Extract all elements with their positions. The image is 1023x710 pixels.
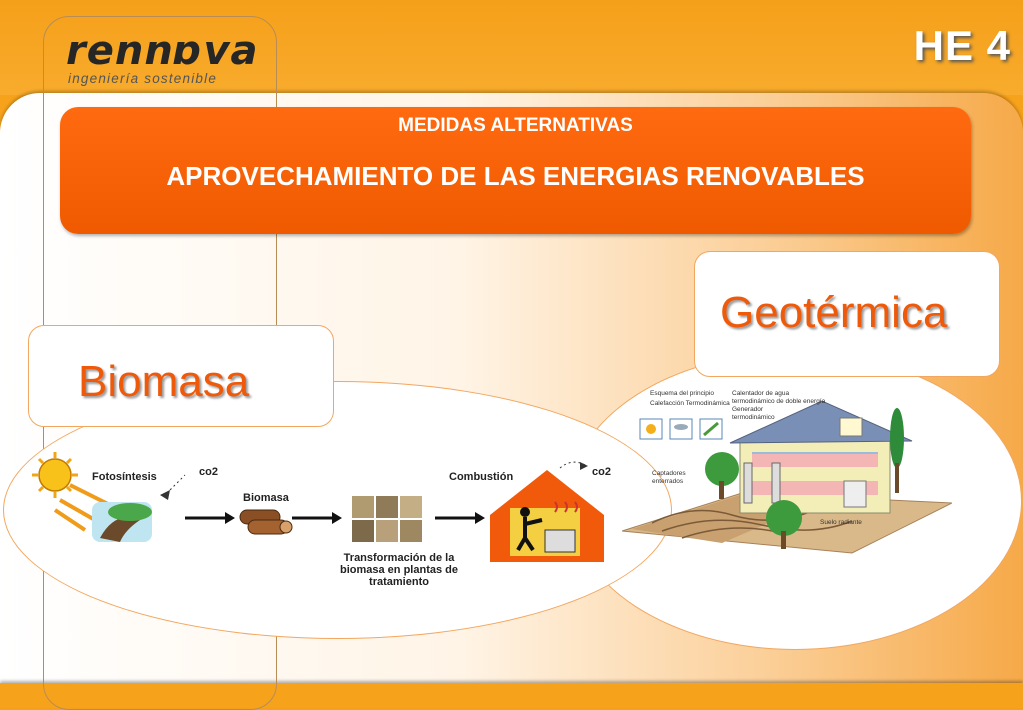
label-co2-a: co2 <box>199 466 218 478</box>
geothermal-house-illustration <box>622 400 952 554</box>
arrow-right-icon <box>185 512 235 524</box>
geothermal-title: Geotérmica <box>720 288 948 337</box>
arrow-right-icon <box>292 512 342 524</box>
geo-label-captadores: Captadores enterrados <box>652 470 686 485</box>
footer-bar <box>0 683 1023 708</box>
banner-subtitle: MEDIDAS ALTERNATIVAS <box>398 115 633 136</box>
rennova-logo: rennɒva ingeniería sostenible <box>58 24 259 86</box>
biomass-cycle-illustration <box>32 452 604 562</box>
geo-label-calentador: Calentador de agua termodinámico de dobl… <box>732 390 826 405</box>
logs-icon <box>239 509 293 535</box>
label-co2-b: co2 <box>592 466 611 478</box>
geo-label-calefaccion: Calefacción Termodinámica <box>650 400 730 407</box>
geo-label-generador: Generador termodinámico <box>732 406 775 421</box>
biomass-label-box <box>28 325 334 427</box>
geo-label-esquema: Esquema del principio <box>650 390 714 397</box>
biomass-samples-grid <box>352 496 422 542</box>
logo-tagline: ingeniería sostenible <box>68 71 218 86</box>
banner-title: APROVECHAMIENTO DE LAS ENERGIAS RENOVABL… <box>166 161 865 191</box>
label-fotosintesis: Fotosíntesis <box>92 471 157 483</box>
logo-name: rennɒva <box>66 28 259 74</box>
fire-house-icon <box>490 470 604 562</box>
slide-code: HE 4 <box>913 22 1011 69</box>
arrow-right-icon <box>435 512 485 524</box>
geo-label-suelo: Suelo radiante <box>820 519 862 526</box>
sun-icon <box>32 452 78 498</box>
geothermal-label-box <box>694 251 1000 377</box>
title-banner: MEDIDAS ALTERNATIVAS APROVECHAMIENTO DE … <box>60 107 971 234</box>
label-biomasa: Biomasa <box>243 492 289 504</box>
header-background <box>0 0 1023 95</box>
label-combustion: Combustión <box>449 471 514 483</box>
biomass-title: Biomasa <box>78 357 250 406</box>
label-transformacion: Transformación de la biomasa en plantas … <box>340 552 458 588</box>
